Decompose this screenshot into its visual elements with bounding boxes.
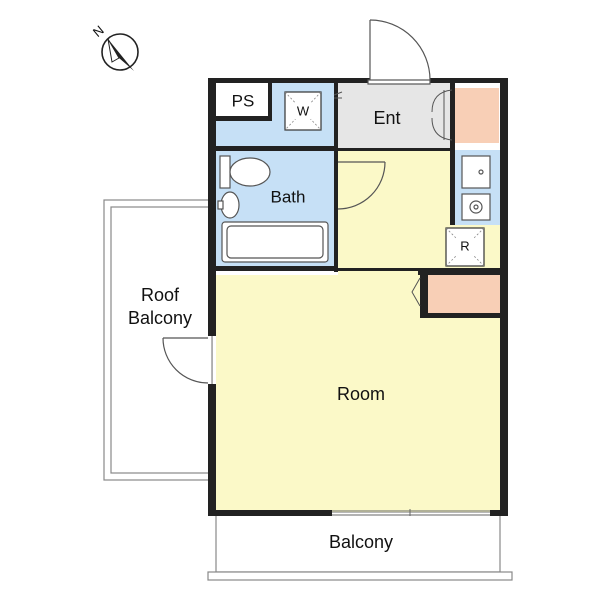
- entrance-label: Ent: [373, 108, 400, 128]
- roof-balcony-label-line2: Balcony: [128, 308, 192, 328]
- room-label: Room: [337, 384, 385, 404]
- north-arrow-icon: N: [90, 22, 139, 71]
- entrance-floor: [338, 82, 450, 148]
- bath-label: Bath: [271, 187, 306, 206]
- ps-label: PS: [232, 91, 255, 110]
- stove-icon: [461, 193, 491, 221]
- bath-door: [337, 161, 386, 210]
- washer-icon: [284, 91, 322, 131]
- walls: [208, 78, 508, 516]
- refrigerator-label: R: [460, 238, 469, 253]
- refrigerator-label-bg: [456, 237, 474, 255]
- shoe-storage: [455, 88, 499, 143]
- roof-balcony-door: [162, 337, 209, 384]
- roof-balcony-label-line1: Roof: [141, 285, 180, 305]
- balcony-area: [207, 511, 513, 581]
- bathtub-icon: [221, 221, 329, 263]
- closet-door: [411, 277, 421, 307]
- balcony-sliding-window: [332, 509, 490, 516]
- kitchen-sink-icon: [461, 155, 491, 189]
- ps-door: [333, 91, 343, 99]
- washer-label: W: [297, 103, 310, 118]
- entrance-door: [367, 19, 431, 85]
- roof-balcony-area: [103, 199, 213, 481]
- washer-label-bg: [295, 103, 311, 119]
- sink-icon: [217, 191, 240, 219]
- shoe-storage-doors: [431, 89, 453, 141]
- room-closet: [428, 275, 500, 313]
- balcony-label: Balcony: [329, 532, 393, 552]
- toilet-icon: [219, 155, 271, 189]
- ps-label-bg: [226, 90, 262, 112]
- north-label: N: [90, 22, 107, 40]
